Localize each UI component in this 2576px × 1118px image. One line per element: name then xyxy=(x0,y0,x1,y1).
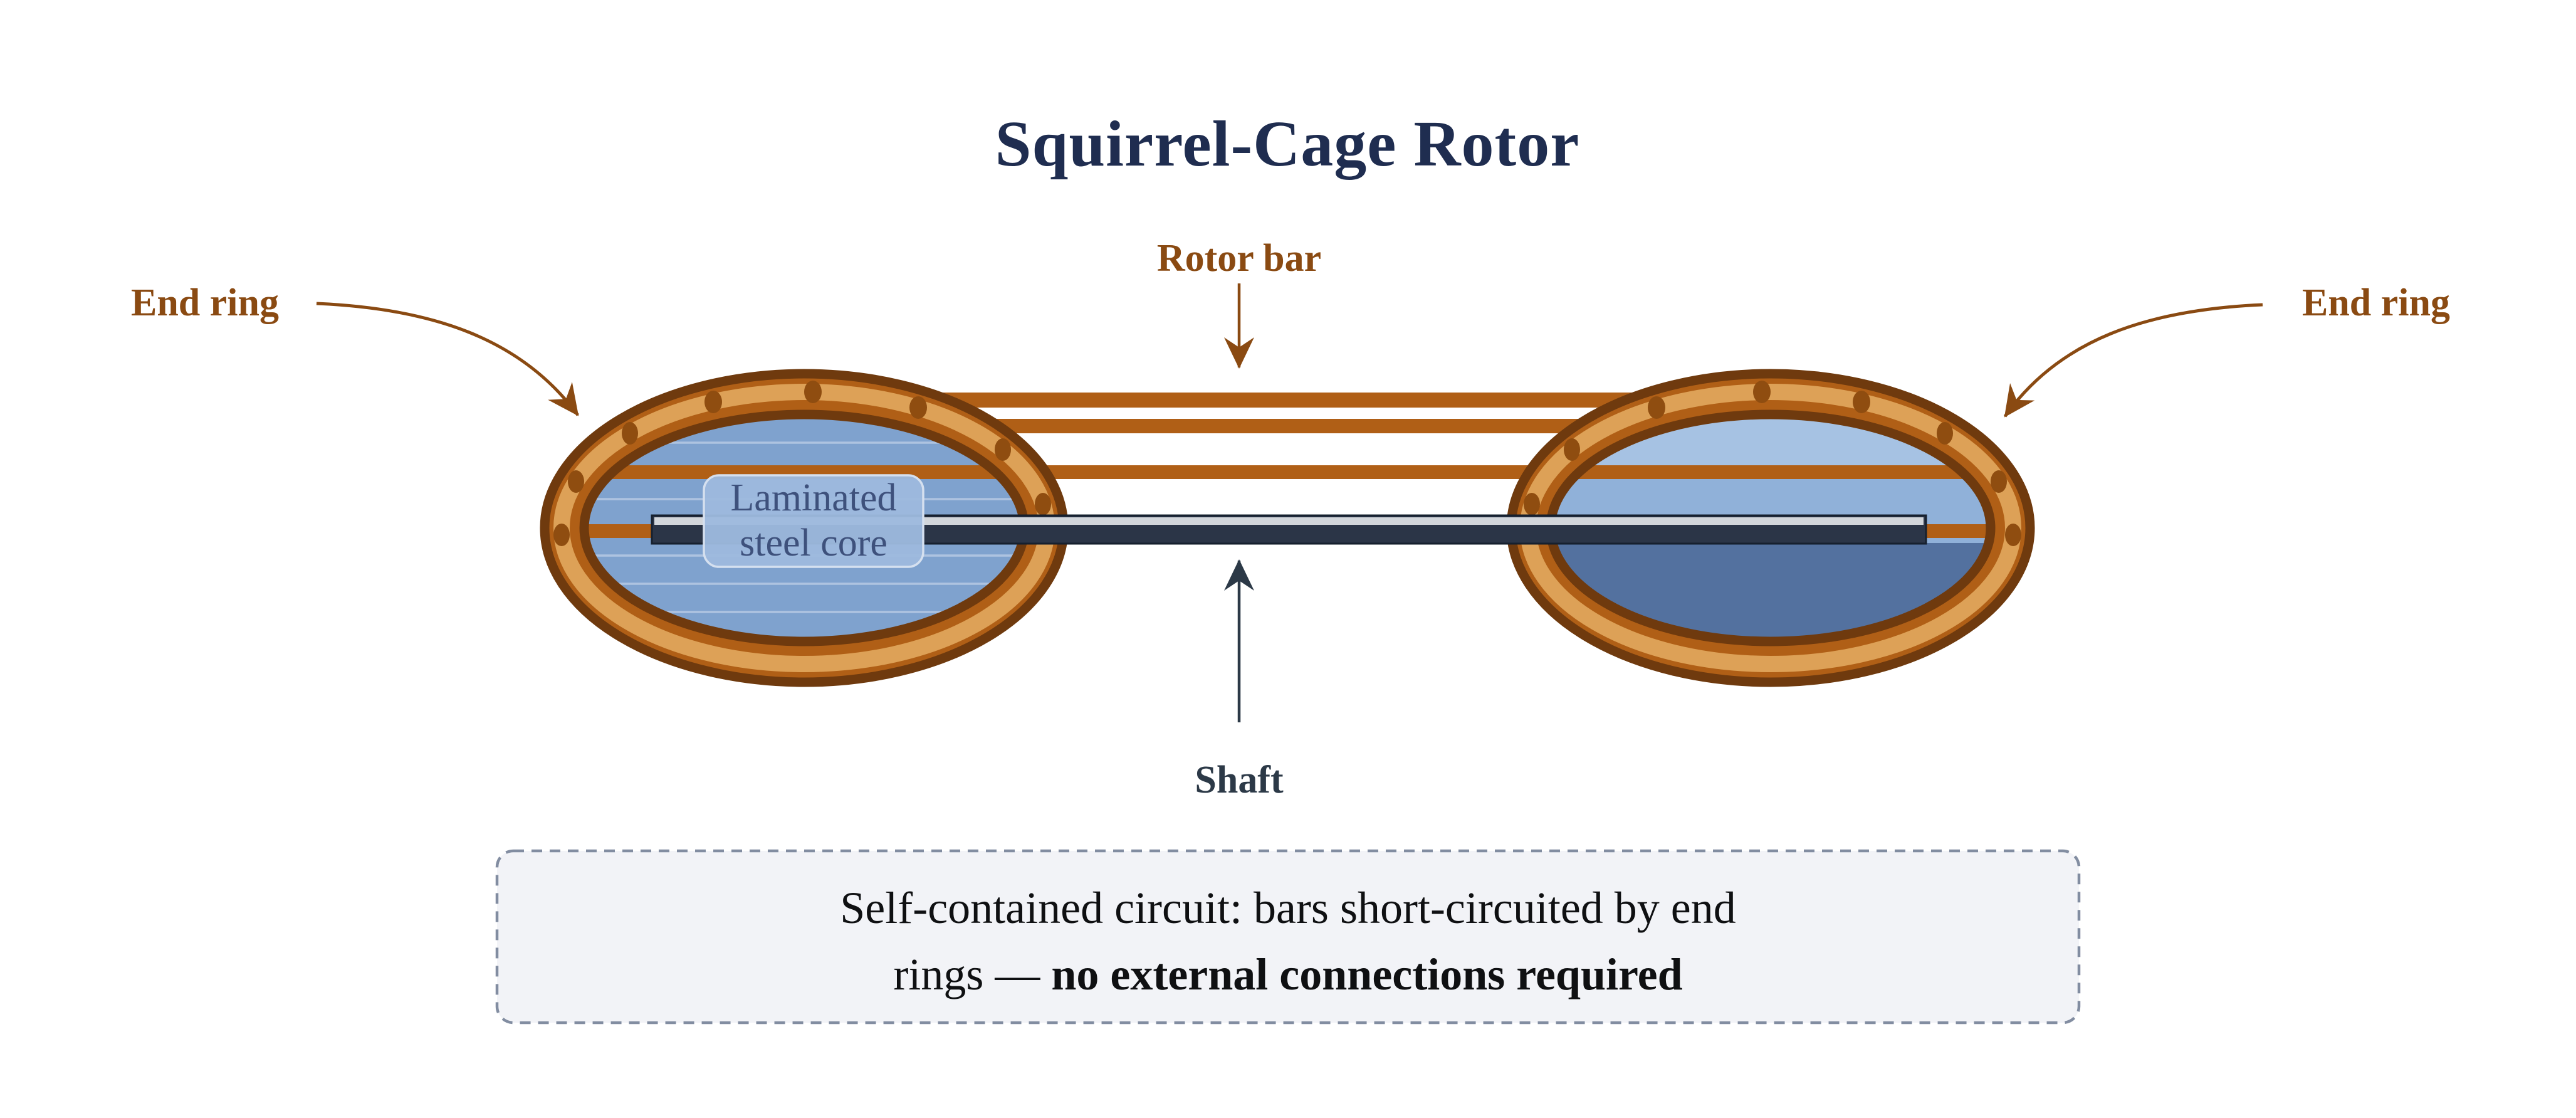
core-label-background xyxy=(703,474,924,568)
end-ring-arrow-left xyxy=(316,302,580,416)
note-line1: Self-contained circuit: bars short-circu… xyxy=(840,883,1736,933)
shaft-highlight xyxy=(654,517,1924,525)
shaft-label: Shaft xyxy=(1195,759,1284,801)
end-ring-arrow-right xyxy=(2003,303,2263,418)
core-label-line2: steel core xyxy=(740,522,887,564)
note-box-background xyxy=(495,849,2081,1025)
note-line2: rings — no external connections required xyxy=(893,949,1682,999)
rivet-dots xyxy=(553,381,2021,546)
note-box: Self-contained circuit: bars short-circu… xyxy=(495,849,2081,1025)
rotor-bar-2 xyxy=(915,419,1661,433)
note-line2-bold: no external connections required xyxy=(1051,949,1682,999)
rotor-bar-3 xyxy=(577,465,1999,479)
end-ring-label-right: End ring xyxy=(2302,282,2450,324)
note-line2-regular: rings — xyxy=(893,949,1051,999)
rotor-bar-1 xyxy=(915,393,1661,408)
core-label-line1: Laminated xyxy=(730,477,896,519)
rotor-bar-label: Rotor bar xyxy=(1157,237,1321,280)
end-ring-label-left: End ring xyxy=(131,282,279,324)
page-title: Squirrel-Cage Rotor xyxy=(995,108,1580,180)
core-label-box: Laminated steel core xyxy=(703,474,924,568)
